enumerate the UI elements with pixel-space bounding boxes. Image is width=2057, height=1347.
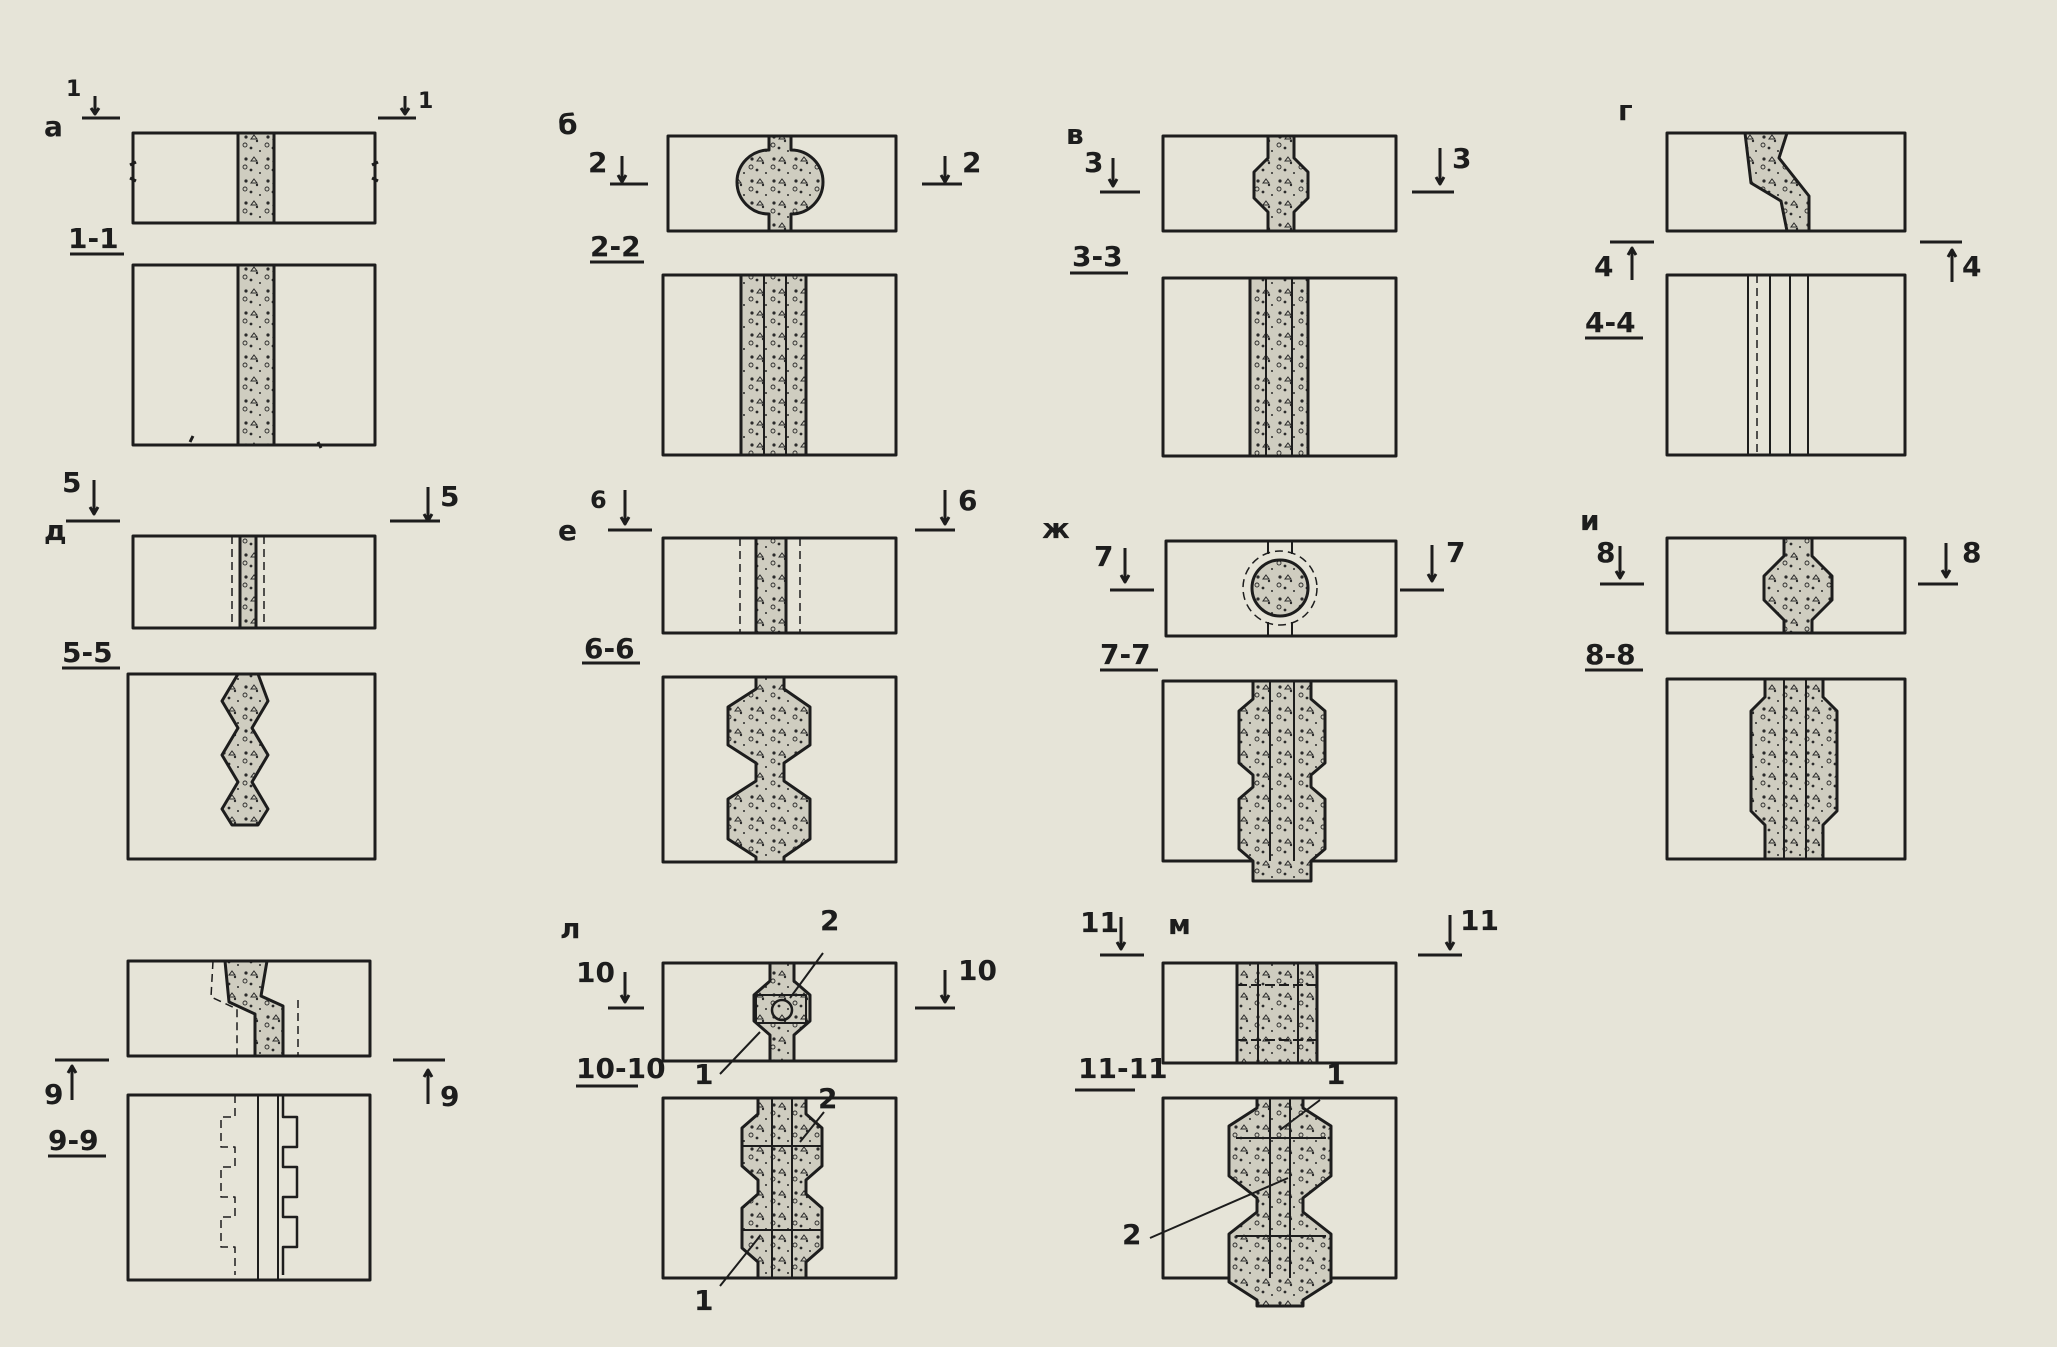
section-label-8-8: 8-8 — [1585, 638, 1636, 671]
cut-9-right: 9 — [440, 1080, 459, 1113]
letter-b: б — [558, 108, 578, 141]
cut-11-left: 11 — [1080, 906, 1119, 939]
cut-4-left: 4 — [1594, 250, 1613, 283]
joint-section-1-1 — [236, 263, 276, 447]
joint-plan-e — [754, 536, 788, 635]
letter-d: д — [44, 514, 67, 547]
joint-section-7-7 — [1237, 679, 1327, 883]
cut-2-left: 2 — [588, 146, 607, 179]
joint-plan-d — [238, 534, 258, 630]
joint-plan-l — [752, 961, 812, 1063]
cut-7-right: 7 — [1446, 536, 1465, 569]
callout-m-1: 1 — [1326, 1058, 1345, 1091]
joint-section-11-11 — [1227, 1096, 1333, 1308]
cut-4-right: 4 — [1962, 250, 1981, 283]
section-label-7-7: 7-7 — [1100, 638, 1151, 671]
joint-section-2-2 — [739, 273, 808, 457]
panel-a — [70, 96, 416, 449]
cut-1-right: 1 — [418, 89, 433, 114]
joint-section-8-8 — [1749, 677, 1839, 861]
section-label-10-10: 10-10 — [576, 1052, 666, 1085]
cut-8-right: 8 — [1962, 536, 1981, 569]
callout-m-2: 2 — [1122, 1218, 1141, 1251]
cut-6-right: 6 — [958, 484, 977, 517]
joint-section-10-10 — [740, 1096, 824, 1280]
panel-e — [582, 490, 955, 864]
cut-7-left: 7 — [1094, 540, 1113, 573]
panel-b — [590, 134, 962, 457]
panel-v — [1070, 134, 1454, 458]
cut-3-left: 3 — [1084, 146, 1103, 179]
section-label-1-1: 1-1 — [68, 222, 119, 255]
labels: а 1 1 1-1 б 2 2 2-2 в 3 3 3-3 г 4 4 4-4 … — [44, 77, 1981, 1317]
joint-plan-g — [1743, 131, 1811, 233]
callout-l-2-top: 2 — [820, 904, 839, 937]
callout-l-1-top: 1 — [694, 1058, 713, 1091]
joint-plan-a — [236, 131, 276, 225]
cut-11-right: 11 — [1460, 904, 1499, 937]
panel-zh — [1100, 539, 1444, 883]
zigzag-joint-5-5 — [220, 672, 270, 827]
wall-section-4-4 — [1665, 273, 1907, 457]
letter-l: л — [560, 912, 581, 945]
section-label-9-9: 9-9 — [48, 1124, 99, 1157]
joint-plan-k — [223, 959, 285, 1058]
profiled-edge-9-9 — [220, 1095, 236, 1275]
section-label-3-3: 3-3 — [1072, 240, 1123, 273]
joint-section-6-6 — [726, 675, 812, 864]
cut-8-left: 8 — [1596, 536, 1615, 569]
section-label-2-2: 2-2 — [590, 230, 641, 263]
panel-l — [576, 952, 955, 1287]
cut-6-left: 6 — [590, 486, 607, 514]
cut-10-left: 10 — [576, 956, 615, 989]
cut-3-right: 3 — [1452, 142, 1471, 175]
cut-10-right: 10 — [958, 954, 997, 987]
panel-m — [1075, 915, 1462, 1308]
section-label-4-4: 4-4 — [1585, 306, 1636, 339]
callout-l-2-bottom: 2 — [818, 1082, 837, 1115]
joint-plan-m — [1235, 961, 1319, 1065]
letter-v: в — [1066, 118, 1084, 151]
panel-k — [48, 959, 445, 1282]
panel-i — [1585, 536, 1958, 861]
joint-plan-v — [1252, 134, 1310, 233]
joint-plan-i — [1762, 536, 1834, 635]
letter-e: е — [558, 514, 577, 547]
callout-l-1-bottom: 1 — [694, 1284, 713, 1317]
section-label-6-6: 6-6 — [584, 632, 635, 665]
wall-section-9-9 — [126, 1093, 372, 1282]
cut-1-left: 1 — [66, 77, 81, 102]
letter-a: а — [44, 110, 63, 143]
letter-m: м — [1168, 908, 1191, 941]
panel-g — [1585, 131, 1962, 457]
cut-2-right: 2 — [962, 146, 981, 179]
letter-g: г — [1618, 94, 1633, 127]
letter-zh: ж — [1042, 512, 1070, 545]
cut-9-left: 9 — [44, 1078, 63, 1111]
joint-plan-b — [735, 134, 825, 233]
section-label-5-5: 5-5 — [62, 636, 113, 669]
letter-i: и — [1580, 504, 1600, 537]
joint-section-3-3 — [1248, 276, 1310, 458]
panel-d — [62, 480, 440, 861]
joint-plan-zh — [1250, 558, 1310, 618]
cut-5-right: 5 — [440, 480, 459, 513]
cut-5-left: 5 — [62, 466, 81, 499]
section-label-11-11: 11-11 — [1078, 1052, 1168, 1085]
